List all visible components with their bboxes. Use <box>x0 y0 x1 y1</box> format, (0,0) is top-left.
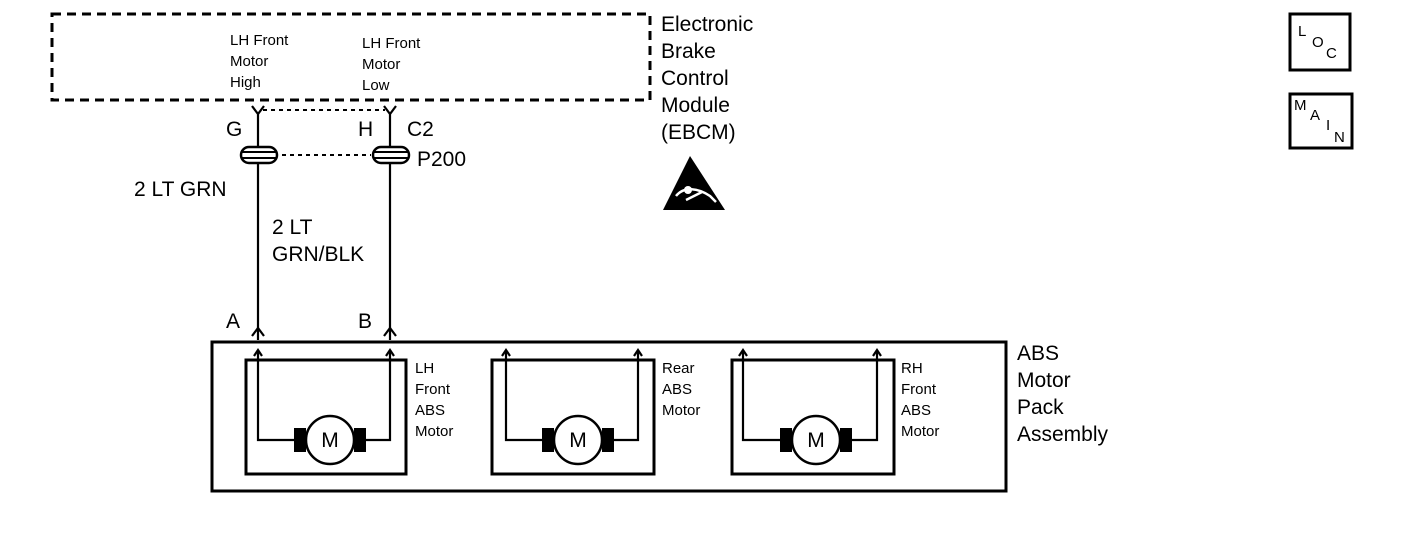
motor-rh-front: M <box>730 348 896 476</box>
ebcm-box <box>50 12 652 102</box>
main-icon: M A I N <box>1288 92 1354 150</box>
esd-warning-icon <box>663 156 725 210</box>
terminal-b-symbol <box>383 326 397 340</box>
motor-symbol: M <box>321 429 339 452</box>
motor-lh-front: M <box>244 348 408 476</box>
svg-text:M: M <box>1294 97 1307 114</box>
motor-rear: M <box>490 348 656 476</box>
p200-connector-left <box>239 145 279 165</box>
svg-text:O: O <box>1312 34 1324 51</box>
motor-pack-box <box>210 340 1008 493</box>
motor-rear-label: Rear ABS Motor <box>662 360 700 419</box>
wire-right-label: 2 LT GRN/BLK <box>272 216 364 266</box>
motor-lh-front-label: LH Front ABS Motor <box>415 360 454 440</box>
connector-c2-label: C2 <box>407 118 434 141</box>
pin-h-label: H <box>358 118 373 141</box>
motor-pack-title: ABS Motor Pack Assembly <box>1017 342 1109 446</box>
ebcm-title: Electronic Brake Control Module (EBCM) <box>661 13 759 144</box>
terminal-a-symbol <box>251 326 265 340</box>
motor-symbol: M <box>807 429 825 452</box>
motor-rh-front-label: RH Front ABS Motor <box>901 360 940 440</box>
svg-text:C: C <box>1326 45 1337 62</box>
p200-connector-right <box>371 145 411 165</box>
svg-text:N: N <box>1334 129 1345 146</box>
pin-b-label: B <box>358 310 372 333</box>
loc-icon: L O C <box>1288 12 1352 72</box>
ebcm-pin-low-label: LH Front Motor Low <box>362 35 425 94</box>
svg-text:L: L <box>1298 23 1306 40</box>
wire-left-label: 2 LT GRN <box>134 178 227 201</box>
ebcm-pin-high-label: LH Front Motor High <box>230 32 293 91</box>
terminal-h-symbol <box>383 105 397 126</box>
pin-g-label: G <box>226 118 242 141</box>
pin-a-label: A <box>226 310 240 333</box>
terminal-g-symbol <box>251 105 265 126</box>
svg-text:A: A <box>1310 107 1320 124</box>
svg-text:I: I <box>1326 117 1330 134</box>
motor-symbol: M <box>569 429 587 452</box>
p200-label: P200 <box>417 148 466 171</box>
